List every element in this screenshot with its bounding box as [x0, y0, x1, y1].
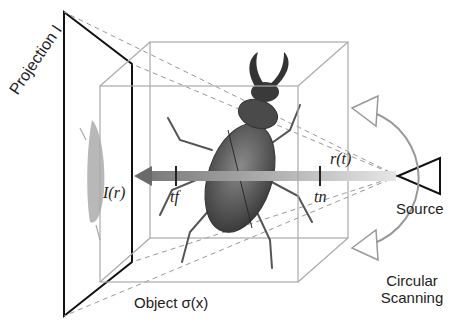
object-label: Object σ(x) — [134, 294, 208, 311]
beetle-illustration — [160, 52, 312, 268]
ray — [134, 166, 396, 186]
object-volume — [100, 42, 348, 282]
scanning-label: Circular Scanning — [376, 272, 448, 307]
ray-label: r(t) — [330, 150, 351, 168]
projection-shadow — [87, 120, 104, 223]
projection-plane — [64, 12, 132, 316]
frustum-lines — [64, 12, 398, 316]
scanning-arc — [352, 96, 419, 260]
pixel-label: I(r) — [103, 184, 125, 202]
source-label: Source — [396, 200, 444, 217]
plane-label: Projection I — [6, 22, 66, 99]
near-bound-label: tn — [314, 188, 326, 206]
object-volume-front — [100, 86, 298, 282]
far-bound-label: tf — [170, 188, 179, 206]
